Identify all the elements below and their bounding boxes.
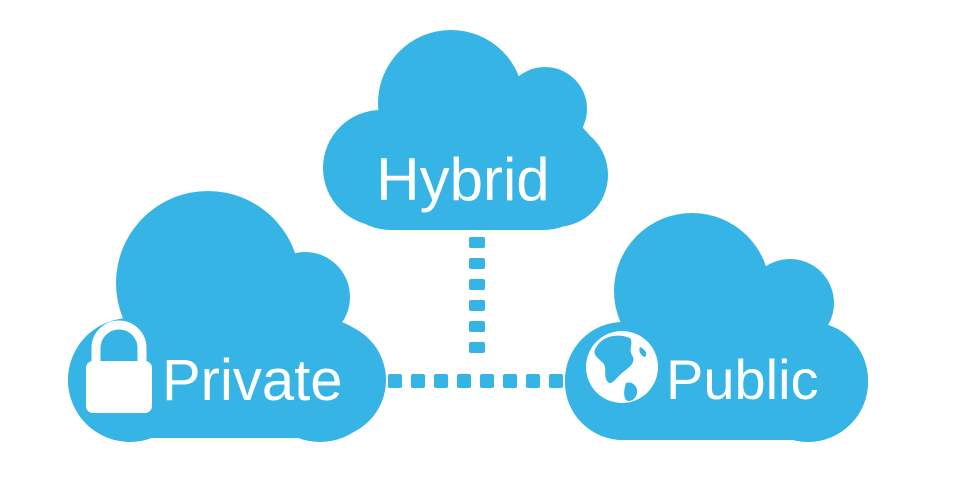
globe-icon [586, 331, 658, 403]
private-cloud: Private [68, 191, 386, 442]
private-label: Private [162, 348, 343, 413]
hybrid-cloud: Hybrid [323, 30, 608, 230]
padlock-icon [86, 320, 152, 413]
hybrid-cloud-shape [323, 30, 608, 230]
hybrid-label: Hybrid [376, 146, 549, 213]
public-label: Public [666, 348, 819, 411]
public-cloud: Public [565, 213, 868, 442]
connector-private-public [388, 374, 563, 388]
connector-hybrid-vertical [469, 237, 485, 353]
